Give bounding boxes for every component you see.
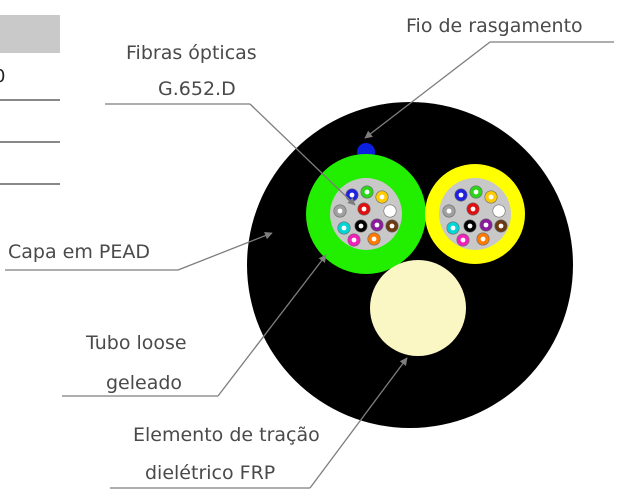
fiber-core [371,236,377,242]
frp-strength-member [370,260,466,356]
fiber-core [364,189,370,195]
label-strength-line2: dielétrico FRP [145,462,276,484]
fiber-core [498,223,504,229]
label-fibers-line2: G.652.D [158,78,236,100]
header-cell [0,15,60,53]
fiber-core [470,206,476,212]
leader-line-jacket-diagonal [177,231,273,271]
fiber-core [496,208,502,214]
fiber-core [488,194,494,200]
fiber-core [389,223,395,229]
fiber-core [361,206,367,212]
fiber-core [341,225,347,231]
label-tube-line2: geleado [106,372,183,394]
fiber-core [358,223,364,229]
fiber-core [473,189,479,195]
label-jacket: Capa em PEAD [8,241,150,263]
fiber-core [337,208,343,214]
clipped-table-text: 0 [0,66,5,87]
fiber-bundle-left [333,185,399,247]
leader-line-tube-diagonal [217,254,327,397]
fiber-core [458,192,464,198]
fiber-bundle-right [442,185,508,247]
fiber-core [374,222,380,228]
label-rip-cord: Fio de rasgamento [406,15,583,37]
fiber-core [349,192,355,198]
label-tube-line1: Tubo loose [86,332,187,354]
fiber-core [467,223,473,229]
label-strength-line1: Elemento de tração [133,424,320,446]
fiber-core [450,225,456,231]
fiber-core [446,208,452,214]
fiber-core [387,208,393,214]
fiber-core [480,236,486,242]
fiber-core [460,237,466,243]
leader-line-rip-cord-diagonal [364,41,491,139]
fiber-core [351,237,357,243]
leader-line-fibers-diagonal [249,103,356,206]
leader-line-strength-diagonal [309,357,408,489]
fiber-core [379,194,385,200]
fiber-core [483,222,489,228]
label-fibers-line1: Fibras ópticas [126,42,257,64]
